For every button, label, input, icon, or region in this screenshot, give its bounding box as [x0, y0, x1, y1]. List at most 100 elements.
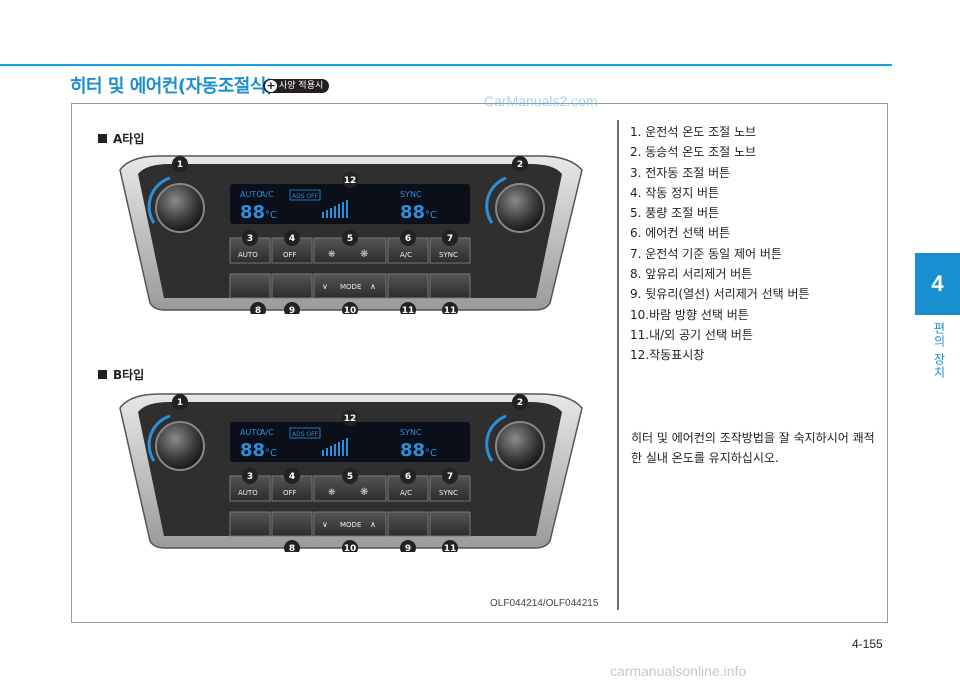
svg-text:3: 3 — [247, 472, 253, 482]
chevron-down-icon: ∨ — [322, 282, 328, 291]
mode-button[interactable] — [313, 511, 387, 537]
list-item: 5. 풍량 조절 버튼 — [630, 206, 720, 221]
svg-text:AUTO: AUTO — [240, 428, 263, 437]
svg-text:A/C: A/C — [260, 190, 274, 199]
svg-text:88: 88 — [400, 440, 425, 461]
ac-max-button[interactable] — [271, 511, 313, 537]
footer-watermark: carmanualsonline.info — [610, 663, 747, 679]
button-row-2: MODE ∨ ∧ — [229, 273, 471, 299]
figure-code: OLF044214/OLF044215 — [490, 598, 599, 609]
chevron-down-icon: ∨ — [322, 520, 328, 529]
figure-box — [71, 103, 888, 623]
svg-text:SYNC: SYNC — [439, 489, 458, 497]
list-item: 1. 운전석 온도 조절 노브 — [630, 125, 757, 139]
svg-text:ADS OFF: ADS OFF — [292, 193, 319, 200]
list-item: 7. 운전석 기준 동일 제어 버튼 — [630, 246, 782, 261]
rear-defrost-button[interactable] — [271, 273, 313, 299]
svg-text:°C: °C — [265, 448, 277, 459]
svg-text:A/C: A/C — [260, 428, 274, 437]
component-list: 1. 운전석 온도 조절 노브 2. 동승석 온도 조절 노브 3. 전자동 조… — [630, 122, 810, 366]
svg-text:SYNC: SYNC — [400, 428, 422, 437]
type-b-label: B타입 — [98, 366, 144, 383]
fresh-air-button[interactable] — [429, 273, 471, 299]
svg-text:11: 11 — [444, 544, 457, 552]
svg-text:12: 12 — [344, 414, 357, 424]
passenger-temp-knob[interactable] — [495, 183, 545, 233]
chevron-up-icon: ∧ — [370, 282, 376, 291]
watermark: CarManuals2.com — [484, 93, 598, 109]
passenger-temp-knob[interactable] — [495, 421, 545, 471]
recirc-button[interactable] — [387, 273, 429, 299]
svg-text:MODE: MODE — [340, 283, 361, 291]
svg-text:A/C: A/C — [400, 489, 412, 497]
svg-text:7: 7 — [447, 472, 453, 482]
svg-text:5: 5 — [347, 472, 353, 482]
svg-text:SYNC: SYNC — [439, 251, 458, 259]
list-item: 8. 앞유리 서리제거 버튼 — [630, 267, 753, 282]
svg-text:11: 11 — [444, 306, 457, 314]
svg-text:°C: °C — [425, 210, 437, 221]
svg-text:°C: °C — [265, 210, 277, 221]
svg-text:12: 12 — [344, 176, 357, 186]
svg-text:AUTO: AUTO — [238, 489, 258, 497]
driver-temp-knob[interactable] — [155, 183, 205, 233]
svg-text:2: 2 — [517, 160, 523, 170]
fan-icon: ❋ — [360, 249, 368, 260]
list-item: 11.내/외 공기 선택 버튼 — [630, 327, 753, 342]
chevron-up-icon: ∧ — [370, 520, 376, 529]
svg-text:6: 6 — [405, 472, 411, 482]
front-defrost-button[interactable] — [229, 273, 271, 299]
chapter-tab: 4 — [915, 253, 960, 315]
page-title: 히터 및 에어컨(자동조절식) — [70, 76, 274, 97]
svg-text:MODE: MODE — [340, 521, 361, 529]
svg-text:OFF: OFF — [283, 489, 297, 497]
list-item: 6. 에어컨 선택 버튼 — [630, 226, 731, 241]
svg-text:A/C: A/C — [400, 251, 412, 259]
svg-text:1: 1 — [177, 160, 183, 170]
list-item: 2. 동승석 온도 조절 노브 — [630, 145, 757, 160]
svg-text:ADS OFF: ADS OFF — [292, 431, 319, 438]
list-item: 3. 전자동 조절 버튼 — [630, 165, 731, 180]
list-item: 12.작동표시창 — [630, 348, 705, 363]
plus-icon: + — [265, 79, 277, 92]
svg-text:SYNC: SYNC — [400, 190, 422, 199]
svg-text:10: 10 — [344, 544, 357, 552]
list-item: 4. 작동 정지 버튼 — [630, 185, 720, 200]
driver-temp-knob[interactable] — [155, 421, 205, 471]
svg-text:1: 1 — [177, 398, 183, 408]
mode-button[interactable] — [313, 273, 387, 299]
svg-text:11: 11 — [402, 306, 415, 314]
recirc-button[interactable] — [429, 511, 471, 537]
svg-text:°C: °C — [425, 448, 437, 459]
svg-text:6: 6 — [405, 234, 411, 244]
svg-text:88: 88 — [240, 202, 265, 223]
list-item: 10.바람 방향 선택 버튼 — [630, 307, 749, 322]
svg-text:88: 88 — [400, 202, 425, 223]
svg-text:3: 3 — [247, 234, 253, 244]
fan-icon: ❋ — [360, 487, 368, 498]
svg-text:5: 5 — [347, 234, 353, 244]
badge-label: 사양 적용시 — [279, 81, 324, 91]
rear-defrost-button[interactable] — [387, 511, 429, 537]
header-rule — [0, 64, 892, 66]
svg-text:4: 4 — [289, 472, 295, 482]
svg-text:OFF: OFF — [283, 251, 297, 259]
usage-note: 히터 및 에어컨의 조작방법을 잘 숙지하시어 쾌적한 실내 온도를 유지하십시… — [631, 431, 875, 465]
svg-text:9: 9 — [405, 544, 411, 552]
option-badge: +사양 적용시 — [263, 79, 330, 93]
svg-text:7: 7 — [447, 234, 453, 244]
button-row-1: AUTO OFF A/C SYNC ❋ ❋ — [229, 237, 471, 264]
fan-icon: ❋ — [328, 250, 336, 260]
svg-text:9: 9 — [289, 306, 295, 314]
climate-panel-a: AUTO A/C ADS OFF SYNC 88 °C 88 °C AUTO O… — [119, 155, 583, 314]
svg-text:AUTO: AUTO — [240, 190, 263, 199]
svg-text:8: 8 — [289, 544, 295, 552]
svg-text:8: 8 — [255, 306, 261, 314]
front-defrost-button[interactable] — [229, 511, 271, 537]
svg-text:88: 88 — [240, 440, 265, 461]
figure-divider — [617, 120, 619, 610]
page-number: 4-155 — [852, 637, 883, 651]
svg-text:4: 4 — [289, 234, 295, 244]
climate-panel-b: AUTO A/C ADS OFF SYNC 88 °C 88 °C AUTO O… — [119, 393, 583, 552]
chapter-title: 편의 장치 — [932, 322, 946, 379]
